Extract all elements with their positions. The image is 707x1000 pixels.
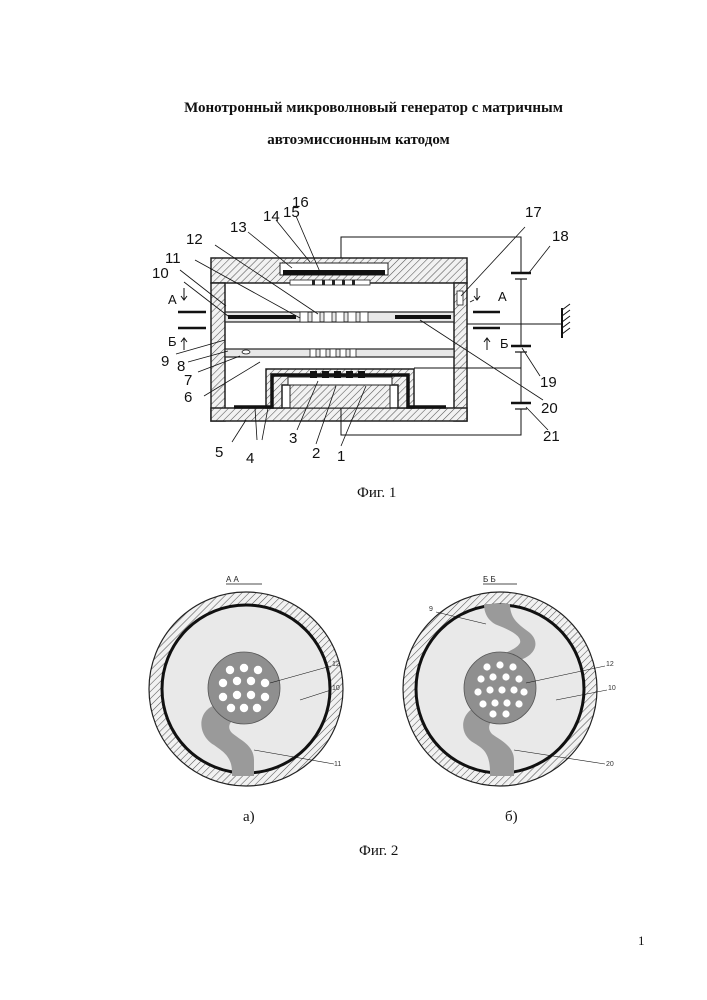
section-b-right: Б: [500, 336, 509, 351]
callout-20-b: 20: [606, 761, 614, 768]
section-label-b: Б Б: [483, 575, 496, 584]
callout-9: 9: [161, 353, 169, 370]
callout-12-a: 12: [332, 661, 340, 668]
fig2b-sub-label: б): [505, 809, 518, 826]
callout-10: 10: [152, 265, 169, 282]
callout-10-a: 10: [332, 685, 340, 692]
callout-5: 5: [215, 444, 223, 461]
grid-plate-lower: [225, 349, 454, 357]
callout-3: 3: [289, 430, 297, 447]
callout-16: 16: [292, 194, 309, 211]
section-b-left: Б: [168, 334, 177, 349]
callout-2: 2: [312, 445, 320, 462]
callout-21: 21: [543, 428, 560, 445]
callout-17: 17: [525, 204, 542, 221]
fig2-caption: Фиг. 2: [359, 843, 398, 860]
page-number: 1: [638, 933, 645, 949]
fig2a-section: 12 10 11 А А: [149, 575, 343, 786]
callout-13: 13: [230, 219, 247, 236]
fig2a-sub-label: а): [243, 809, 255, 826]
section-a-left: А: [168, 292, 177, 307]
callout-8: 8: [177, 358, 185, 375]
callout-9-b: 9: [429, 606, 433, 613]
fig2b-section: 9 12 10 20 Б Б: [403, 575, 616, 786]
callout-1: 1: [337, 448, 345, 465]
callout-4: 4: [246, 450, 254, 467]
section-a-right: А: [498, 289, 507, 304]
callout-14: 14: [263, 208, 280, 225]
callout-11: 11: [165, 250, 181, 267]
bottom-base: [211, 408, 467, 421]
callout-12-b: 12: [606, 661, 614, 668]
callout-6: 6: [184, 389, 192, 406]
callout-20: 20: [541, 400, 558, 417]
fig1-device: 1 2 3 4 5 6 7 8 9 10 11 12 13 14 15 16 1…: [152, 194, 570, 467]
callout-10-b: 10: [608, 685, 616, 692]
section-label-a: А А: [226, 575, 240, 584]
callout-12: 12: [186, 231, 203, 248]
callout-19: 19: [540, 374, 557, 391]
electrode-16: [283, 270, 385, 275]
fig1-caption: Фиг. 1: [357, 485, 396, 502]
callout-18: 18: [552, 228, 569, 245]
callout-11-a: 11: [334, 761, 341, 768]
grid-12: [208, 652, 280, 724]
